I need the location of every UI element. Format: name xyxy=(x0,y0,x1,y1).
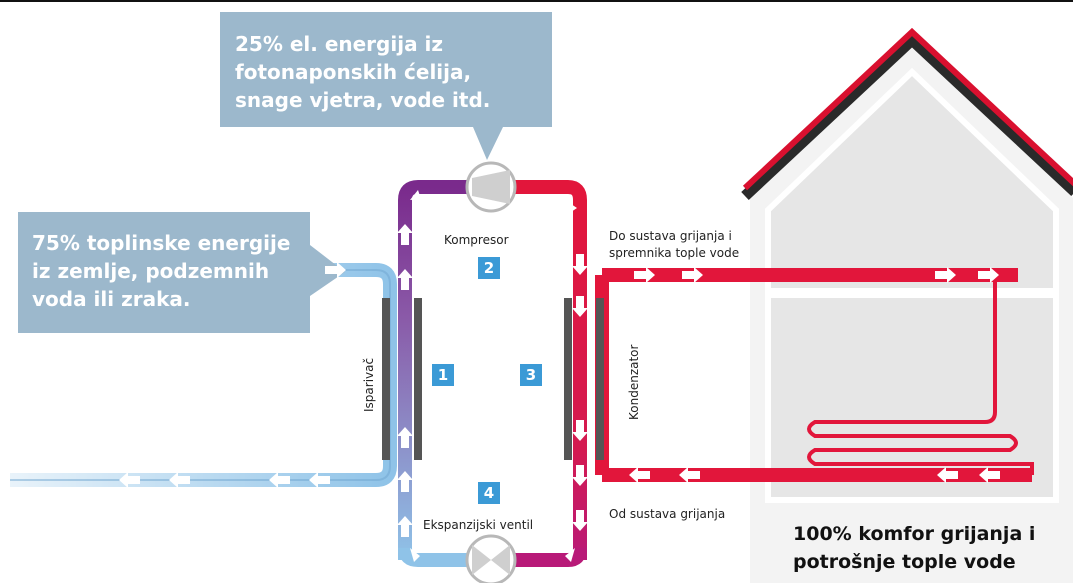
arrow-right-icon xyxy=(325,262,346,278)
arrow-corner-icon xyxy=(565,548,575,562)
arrow-up-icon xyxy=(397,269,413,290)
arrow-corner-icon xyxy=(410,548,420,562)
arrow-corner-icon xyxy=(565,200,577,212)
compressor-icon xyxy=(465,161,517,213)
electricity-callout xyxy=(220,12,552,160)
arrow-left-icon xyxy=(119,472,140,488)
condenser-label: Kondenzator xyxy=(627,344,641,420)
arrow-down-icon xyxy=(572,510,588,531)
arrow-up-icon xyxy=(397,471,413,492)
arrow-up-icon xyxy=(397,516,413,537)
arrow-down-icon xyxy=(572,254,588,275)
arrow-left-icon xyxy=(269,472,290,488)
arrow-down-icon xyxy=(572,465,588,486)
arrow-down-icon xyxy=(572,420,588,441)
arrow-left-icon xyxy=(679,467,700,483)
expansion-valve-icon xyxy=(465,534,517,583)
arrow-right-icon xyxy=(978,267,999,283)
compressor-label: Kompresor xyxy=(444,233,509,247)
step-badge-2: 2 xyxy=(478,257,500,279)
arrow-down-icon xyxy=(572,296,588,317)
house-caption: 100% komfor grijanja i potrošnje tople v… xyxy=(793,523,1036,573)
electricity-callout-text: 25% el. energija iz fotonaponskih ćelija… xyxy=(235,32,491,112)
roof xyxy=(741,32,1073,201)
arrow-left-icon xyxy=(309,472,330,488)
arrow-left-icon xyxy=(979,467,1000,483)
heat-source-callout xyxy=(18,212,345,333)
step-badge-4: 4 xyxy=(478,482,500,504)
arrow-left-icon xyxy=(629,467,650,483)
step-badge-1: 1 xyxy=(432,364,454,386)
heat-source-callout-text: 75% toplinske energije iz zemlje, podzem… xyxy=(32,231,291,311)
arrow-right-icon xyxy=(682,267,703,283)
arrow-corner-icon xyxy=(410,190,421,200)
arrow-left-icon xyxy=(937,467,958,483)
arrow-right-icon xyxy=(634,267,655,283)
top-rule xyxy=(0,0,1073,2)
refrigerant-loop xyxy=(398,180,587,567)
arrow-right-icon xyxy=(935,267,956,283)
return-flow-label: Od sustava grijanja xyxy=(609,507,726,521)
supply-flow-label: Do sustava grijanja i spremnika tople vo… xyxy=(609,229,740,260)
arrow-up-icon xyxy=(397,224,413,245)
evaporator-exchanger xyxy=(382,298,422,460)
evaporator-label: Isparivač xyxy=(362,357,376,412)
condenser-exchanger xyxy=(564,298,604,460)
arrow-up-icon xyxy=(397,427,413,448)
step-badge-3: 3 xyxy=(520,364,542,386)
flow-arrows xyxy=(119,190,1000,562)
house xyxy=(741,27,1073,583)
expansion-valve-label: Ekspanzijski ventil xyxy=(423,518,534,532)
arrow-left-icon xyxy=(169,472,190,488)
